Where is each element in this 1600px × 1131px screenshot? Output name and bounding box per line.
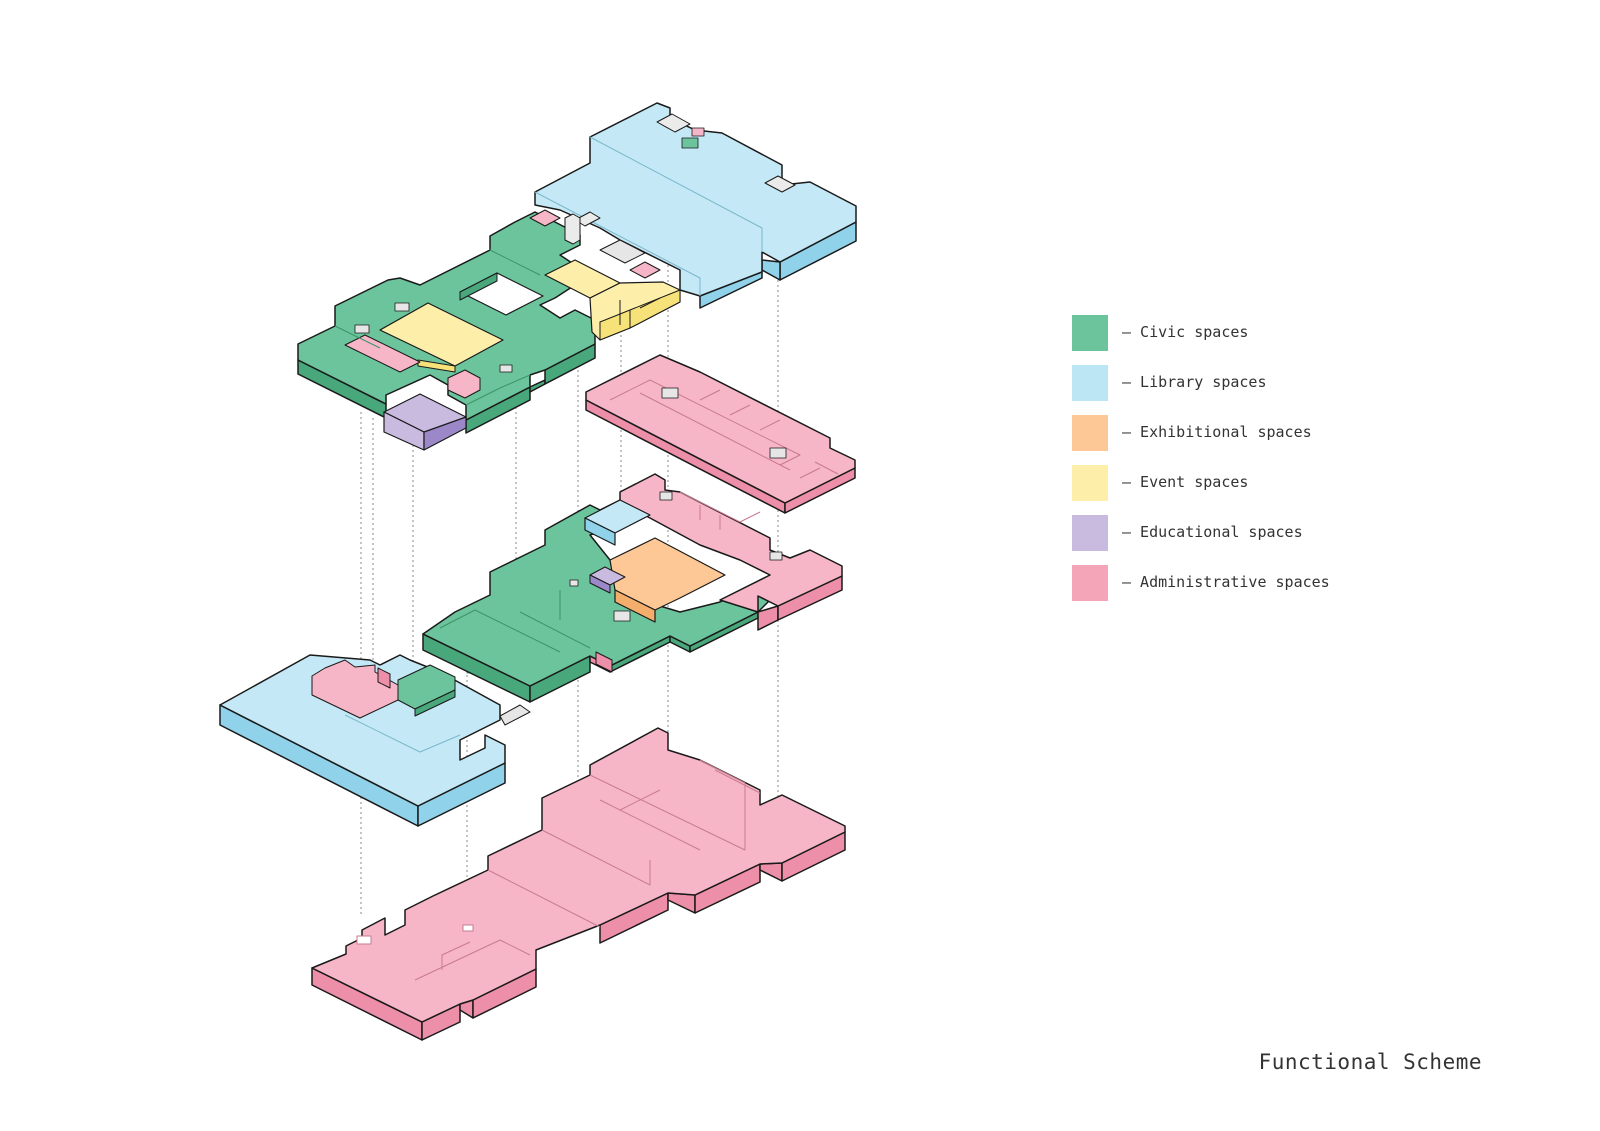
legend-label-event: – Event spaces xyxy=(1122,473,1249,491)
level-2-admin-wing xyxy=(585,354,856,514)
swatch-library xyxy=(1072,365,1108,401)
swatch-civic xyxy=(1072,315,1108,351)
swatch-exhibitional xyxy=(1072,415,1108,451)
diagram-caption: Functional Scheme xyxy=(1258,1050,1482,1074)
legend-label-administrative: – Administrative spaces xyxy=(1122,573,1330,591)
swatch-administrative xyxy=(1072,565,1108,601)
level-0-administrative xyxy=(311,727,846,1041)
level-1-civic-exhibition xyxy=(422,473,843,703)
swatch-educational xyxy=(1072,515,1108,551)
legend-label-educational: – Educational spaces xyxy=(1122,523,1303,541)
level-3-civic-library xyxy=(297,102,857,451)
legend-label-civic: – Civic spaces xyxy=(1122,323,1249,341)
level-1-library-wing xyxy=(219,654,531,827)
legend-label-exhibitional: – Exhibitional spaces xyxy=(1122,423,1312,441)
legend-label-library: – Library spaces xyxy=(1122,373,1267,391)
swatch-event xyxy=(1072,465,1108,501)
